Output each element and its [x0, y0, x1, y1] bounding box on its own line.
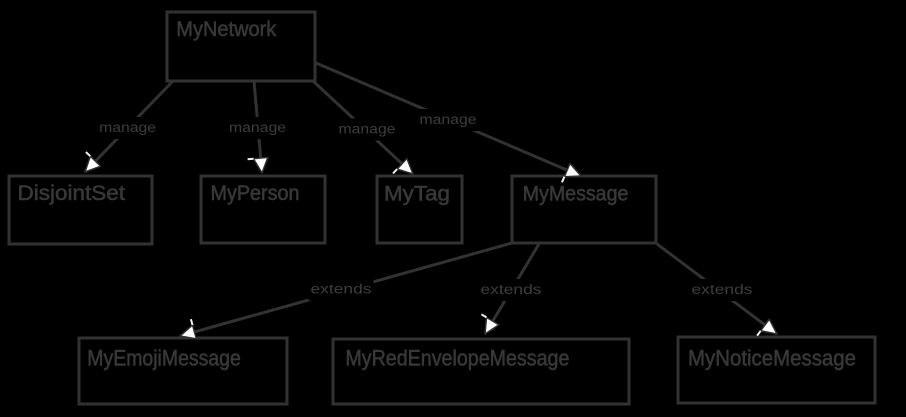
svg-text:MyRedEnvelopeMessage: MyRedEnvelopeMessage — [345, 346, 569, 371]
svg-text:manage: manage — [420, 112, 477, 127]
svg-text:MyMessage: MyMessage — [523, 183, 629, 206]
svg-text:MyNoticeMessage: MyNoticeMessage — [688, 346, 856, 371]
svg-text:extends: extends — [481, 282, 542, 297]
svg-text:MyNetwork: MyNetwork — [176, 18, 276, 41]
svg-text:DisjointSet: DisjointSet — [18, 182, 126, 205]
svg-text:extends: extends — [311, 282, 372, 297]
svg-text:MyPerson: MyPerson — [211, 182, 300, 205]
svg-text:extends: extends — [692, 282, 753, 297]
svg-text:MyEmojiMessage: MyEmojiMessage — [87, 346, 241, 371]
svg-text:manage: manage — [229, 120, 286, 135]
svg-text:manage: manage — [99, 120, 156, 135]
svg-text:manage: manage — [339, 122, 396, 137]
svg-text:MyTag: MyTag — [384, 183, 450, 206]
